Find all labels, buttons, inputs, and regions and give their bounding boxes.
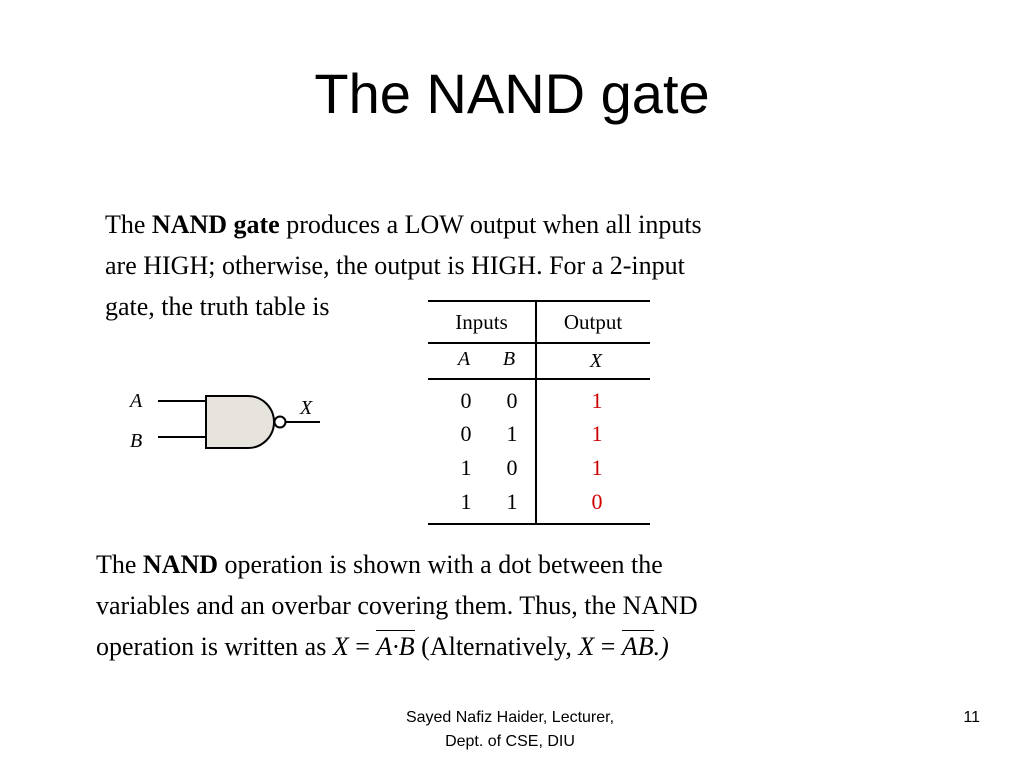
intro-line-1: The NAND gate produces a LOW output when… (105, 204, 702, 245)
intro-text: produces a LOW output when all inputs (279, 210, 702, 239)
table-subheader-rule (428, 378, 650, 380)
equation-variable: X (332, 632, 349, 661)
intro-line-3: gate, the truth table is (105, 292, 330, 321)
intro-paragraph: The NAND gate produces a LOW output when… (105, 204, 702, 327)
nand-gate-symbol: A B X (128, 390, 320, 452)
footer-author: Sayed Nafiz Haider, Lecturer, Dept. of C… (330, 706, 690, 754)
cell-x: 1 (591, 421, 603, 446)
cell-a: 0 (460, 421, 472, 446)
cell-x: 1 (591, 388, 603, 413)
operation-bold-term: NAND (142, 550, 219, 579)
nand-expression-alt: AB (621, 626, 654, 667)
header-inputs: Inputs (455, 310, 508, 334)
cell-x: 0 (591, 489, 603, 514)
gate-label-x: X (299, 397, 313, 419)
inversion-bubble (273, 415, 287, 429)
operation-text: operation is shown with a dot between th… (218, 550, 663, 579)
cell-b: 1 (506, 421, 518, 446)
cell-b: 1 (506, 489, 518, 514)
header-b: B (502, 348, 516, 370)
table-top-rule (428, 300, 650, 302)
operation-text: (Alternatively, (414, 632, 579, 661)
gate-label-b: B (130, 430, 142, 452)
cell-a: 1 (460, 455, 472, 480)
footer-line-2: Dept. of CSE, DIU (445, 733, 575, 750)
gate-label-a: A (128, 390, 143, 412)
nand-expression-dot: A·B (376, 626, 415, 667)
equation-variable: X (578, 632, 595, 661)
operation-text: operation is written as (96, 632, 333, 661)
nand-gate-body (205, 395, 275, 449)
page-number: 11 (963, 709, 980, 726)
equation-equals: = (594, 632, 622, 661)
table-header-rule (428, 342, 650, 344)
cell-a: 1 (460, 489, 472, 514)
cell-a: 0 (460, 388, 472, 413)
equation-equals: = (348, 632, 377, 661)
table-column-divider (535, 300, 537, 525)
intro-bold-term: NAND gate (151, 210, 280, 239)
operation-line-1: The NAND operation is shown with a dot b… (96, 544, 698, 585)
operation-text: .) (653, 632, 669, 661)
header-output: Output (563, 310, 623, 334)
intro-text: The (105, 210, 152, 239)
cell-x: 1 (591, 455, 603, 480)
operation-text: The (96, 550, 143, 579)
header-x: X (589, 350, 603, 372)
cell-b: 0 (506, 455, 518, 480)
truth-table: Inputs Output A B X 0 0 1 0 1 1 1 0 1 1 … (428, 300, 650, 525)
header-a: A (457, 348, 471, 370)
operation-line-3: operation is written as X = A·B (Alterna… (96, 626, 698, 667)
table-bottom-rule (428, 523, 650, 525)
intro-line-2: are HIGH; otherwise, the output is HIGH.… (105, 251, 685, 280)
operation-line-2: variables and an overbar covering them. … (96, 591, 698, 620)
footer-line-1: Sayed Nafiz Haider, Lecturer, (405, 709, 615, 726)
cell-b: 0 (506, 388, 518, 413)
slide-title: The NAND gate (314, 62, 710, 125)
operation-paragraph: The NAND operation is shown with a dot b… (96, 544, 698, 667)
